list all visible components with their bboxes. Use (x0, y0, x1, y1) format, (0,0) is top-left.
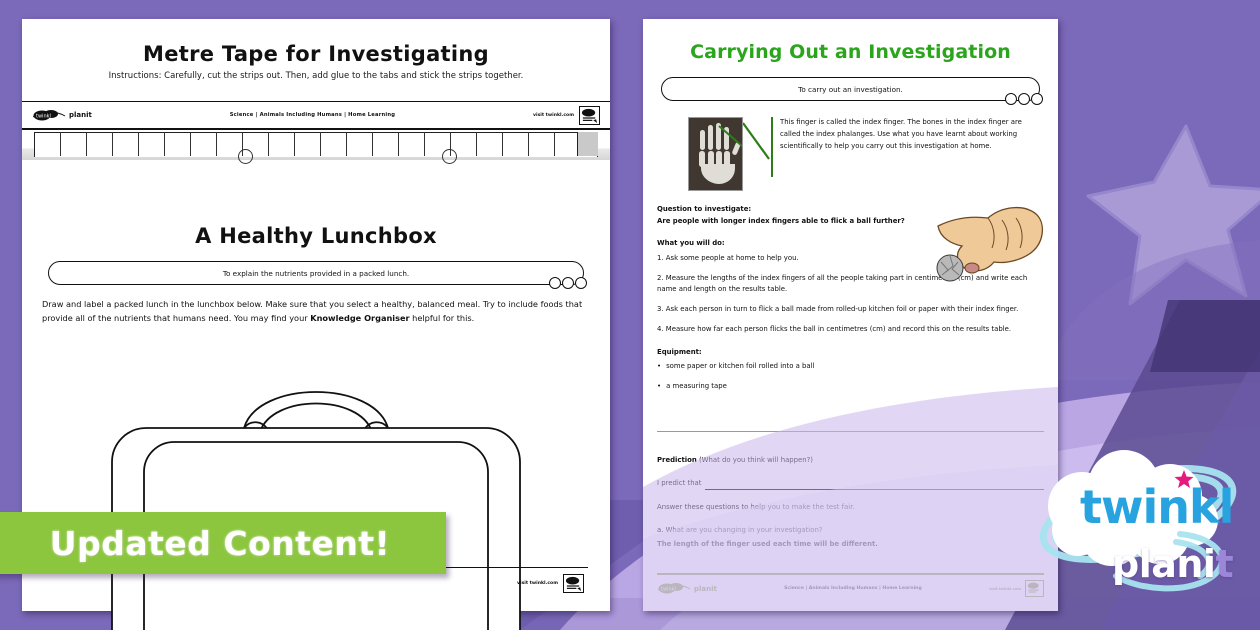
twinkl-planit-mini-logo: twinkl planit (657, 582, 717, 595)
fair-answer-a-label: The length of the finger used each time … (657, 539, 878, 548)
bullet-icon: • (657, 361, 662, 370)
right-worksheet-page[interactable]: Carrying Out an Investigation To carry o… (643, 19, 1058, 611)
callout-accent-bar (770, 117, 773, 177)
metre-tape-footer-breadcrumb: Science | Animals Including Humans | Hom… (229, 112, 396, 119)
logo-planit-wordmark: planit (1112, 542, 1234, 586)
question-statement: Are people with longer index fingers abl… (657, 216, 905, 228)
logo-cloud-and-rings-icon (1039, 450, 1237, 592)
step-item-1: 1. Ask some people at home to help you. (657, 253, 799, 262)
prediction-input-row[interactable]: I predict that (657, 478, 1044, 490)
investigation-objective-text: To carry out an investigation. (798, 84, 903, 94)
twinkl-planit-mini-logo: twinkl planit (32, 109, 92, 122)
logo-star-icon (1174, 470, 1194, 488)
logo-planit-text: planit (1112, 542, 1234, 586)
twinkl-cloud-icon: twinkl (657, 583, 691, 594)
step-item-3: 3. Ask each person in turn to flick a ba… (657, 305, 1019, 314)
logo-twinkl-wordmark: twinkl (1080, 480, 1234, 534)
twinkl-planit-logo[interactable]: twinkl planit (1020, 438, 1260, 630)
star-decoration-icon (1086, 124, 1260, 306)
question-heading-label: Question to investigate: (657, 205, 752, 213)
steps-heading-label: What you will do: (657, 238, 725, 247)
fair-answer-a: The length of the finger used each time … (657, 539, 1044, 551)
callout-leader-line (742, 122, 770, 160)
investigation-title: Carrying Out an Investigation (690, 41, 1011, 63)
lunchbox-footer-url[interactable]: visit twinkl.com (517, 581, 558, 586)
twinkl-badge-icon (579, 105, 600, 125)
metre-tape-title: Metre Tape for Investigating (143, 42, 489, 66)
divider-top (22, 101, 610, 103)
objective-dots-decoration (1005, 93, 1043, 105)
prediction-separator (657, 431, 1044, 432)
metre-tape-footer: twinkl planit Science | Animals Includin… (22, 102, 610, 128)
fair-question-a: a. What are you changing in your investi… (657, 525, 823, 534)
equipment-heading: Equipment: (657, 347, 1044, 359)
equipment-item-1-label: some paper or kitchen foil rolled into a… (666, 361, 815, 370)
updated-content-banner: Updated Content! (0, 512, 446, 574)
lunchbox-objective-box: To explain the nutrients provided in a p… (48, 261, 587, 289)
objective-dots-decoration (549, 277, 587, 289)
question-statement-label: Are people with longer index fingers abl… (657, 216, 905, 225)
right-page-footer-url[interactable]: visit twinkl.com (988, 586, 1021, 591)
equipment-heading-label: Equipment: (657, 348, 702, 356)
prediction-heading-rest: (What do you think will happen?) (696, 456, 813, 464)
mini-logo-planit-label: planit (69, 111, 92, 120)
twinkl-cloud-icon: twinkl (32, 109, 66, 121)
right-page-footer-breadcrumb: Science | Animals Including Humans | Hom… (784, 586, 922, 591)
hand-xray-image (688, 117, 743, 191)
ruler-outline (34, 131, 598, 157)
xray-caption-text: This finger is called the index finger. … (780, 118, 1022, 150)
twinkl-badge-icon (563, 574, 584, 593)
hand-flicking-ball-illustration (936, 207, 1043, 282)
metre-tape-footer-url[interactable]: visit twinkl.com (533, 112, 574, 118)
lunchbox-objective-text: To explain the nutrients provided in a p… (222, 268, 410, 278)
updated-content-label: Updated Content! (49, 523, 391, 563)
step-item-2: 2. Measure the lengths of the index fing… (657, 273, 1028, 294)
step-item-4: 4. Measure how far each person flicks th… (657, 325, 1012, 334)
equipment-item: • a measuring tape (657, 381, 1044, 393)
investigation-objective-box: To carry out an investigation. (661, 77, 1043, 105)
prediction-heading-bold: Prediction (657, 456, 697, 464)
svg-text:twinkl: twinkl (661, 587, 676, 593)
right-page-footer-rule (657, 573, 1044, 575)
ruler-hole-icon (442, 148, 457, 164)
bullet-icon: • (657, 381, 662, 390)
steps-heading: What you will do: (657, 238, 1044, 250)
prediction-prompt-label: I predict that (657, 478, 702, 487)
equipment-item: • some paper or kitchen foil rolled into… (657, 361, 1044, 373)
metre-tape-ruler-strip (22, 129, 610, 164)
svg-text:twinkl: twinkl (36, 113, 51, 119)
equipment-item-2-label: a measuring tape (666, 381, 727, 390)
prediction-heading: Prediction (What do you think will happe… (657, 455, 1044, 467)
ruler-hole-icon (238, 148, 253, 164)
fair-test-intro: Answer these questions to help you to ma… (657, 502, 855, 511)
lunchbox-instruction-part2: helpful for this. (409, 313, 475, 324)
ruler-tab (577, 131, 598, 156)
lunchbox-instruction-paragraph: Draw and label a packed lunch in the lun… (42, 297, 590, 326)
knowledge-organiser-emphasis: Knowledge Organiser (310, 313, 410, 324)
divider-under-footer (22, 128, 610, 130)
lunchbox-title: A Healthy Lunchbox (195, 224, 437, 248)
mini-logo-planit-label: planit (694, 584, 717, 593)
question-heading: Question to investigate: (657, 204, 1044, 216)
lunchbox-instruction-part1: Draw and label a packed lunch in the lun… (42, 299, 583, 324)
prediction-write-line[interactable] (705, 488, 1044, 490)
metre-tape-instructions: Instructions: Carefully, cut the strips … (108, 71, 524, 81)
